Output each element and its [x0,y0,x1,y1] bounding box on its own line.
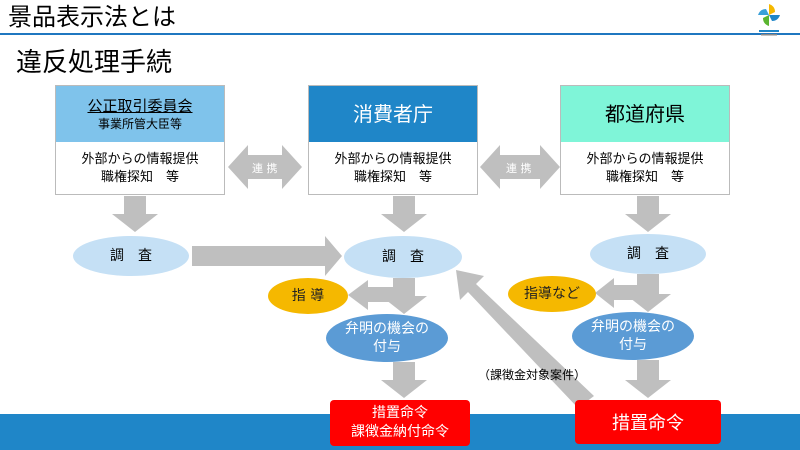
org-box-jftc: 公正取引委員会 事業所管大臣等 外部からの情報提供 職権探知 等 [55,85,225,195]
down-arrow-caa [381,196,427,232]
section-title: 違反処理手続 [16,48,173,78]
hearing-pref: 弁明の機会の付与 [572,312,694,360]
order-box-pref: 措置命令 [575,400,721,444]
page-title: 景品表示法とは [8,3,176,31]
org-body-line2: 職権探知 等 [100,170,179,185]
org-body-line1: 外部からの情報提供 [81,152,199,167]
link-arrow-right [480,145,560,189]
investigate-pref: 調 査 [590,234,706,274]
arrow-left-to-center [192,236,342,276]
order-line2: 課徴金納付命令 [351,424,449,440]
link-label-left: 連 携 [252,162,278,175]
org-header-jftc: 公正取引委員会 事業所管大臣等 [56,86,224,142]
investigate-caa: 調 査 [344,236,462,278]
link-label-right: 連 携 [506,162,532,175]
agency-logo-icon [758,4,780,36]
down-arrow-center-2 [381,362,427,398]
org-name-caa: 消費者庁 [353,102,433,126]
title-divider [0,33,800,35]
org-body-line1: 外部からの情報提供 [334,152,452,167]
arrow-to-guidance-right [595,278,637,308]
org-header-pref: 都道府県 [561,86,729,142]
org-box-caa: 消費者庁 外部からの情報提供 職権探知 等 [308,85,478,195]
down-arrow-jftc [112,196,158,232]
down-arrow-pref [625,196,671,232]
order-box-caa: 措置命令 課徴金納付命令 [330,400,470,446]
guidance-pref: 指導など [508,276,596,312]
org-body-line2: 職権探知 等 [605,170,684,185]
order-line1: 措置命令 [372,405,428,421]
org-body-jftc: 外部からの情報提供 職権探知 等 [56,142,224,196]
org-name-jftc: 公正取引委員会 [87,97,193,115]
org-body-line2: 職権探知 等 [353,170,432,185]
surcharge-note: （課徴金対象案件） [478,368,587,382]
down-arrow-right-2 [625,360,671,398]
org-body-caa: 外部からの情報提供 職権探知 等 [309,142,477,196]
diagonal-arrow-surcharge [456,270,594,408]
org-body-line1: 外部からの情報提供 [586,152,704,167]
org-body-pref: 外部からの情報提供 職権探知 等 [561,142,729,196]
link-arrow-left [228,145,302,189]
guidance-caa: 指 導 [268,278,348,314]
hearing-caa: 弁明の機会の付与 [326,314,448,362]
down-arrow-right-1 [625,274,671,312]
investigate-jftc: 調 査 [73,236,189,276]
org-box-pref: 都道府県 外部からの情報提供 職権探知 等 [560,85,730,195]
org-sub-jftc: 事業所管大臣等 [97,117,182,131]
org-name-pref: 都道府県 [605,102,685,126]
down-arrow-center-1 [381,278,427,314]
arrow-to-guidance-center [348,280,393,310]
org-header-caa: 消費者庁 [309,86,477,142]
order-label: 措置命令 [612,413,684,434]
